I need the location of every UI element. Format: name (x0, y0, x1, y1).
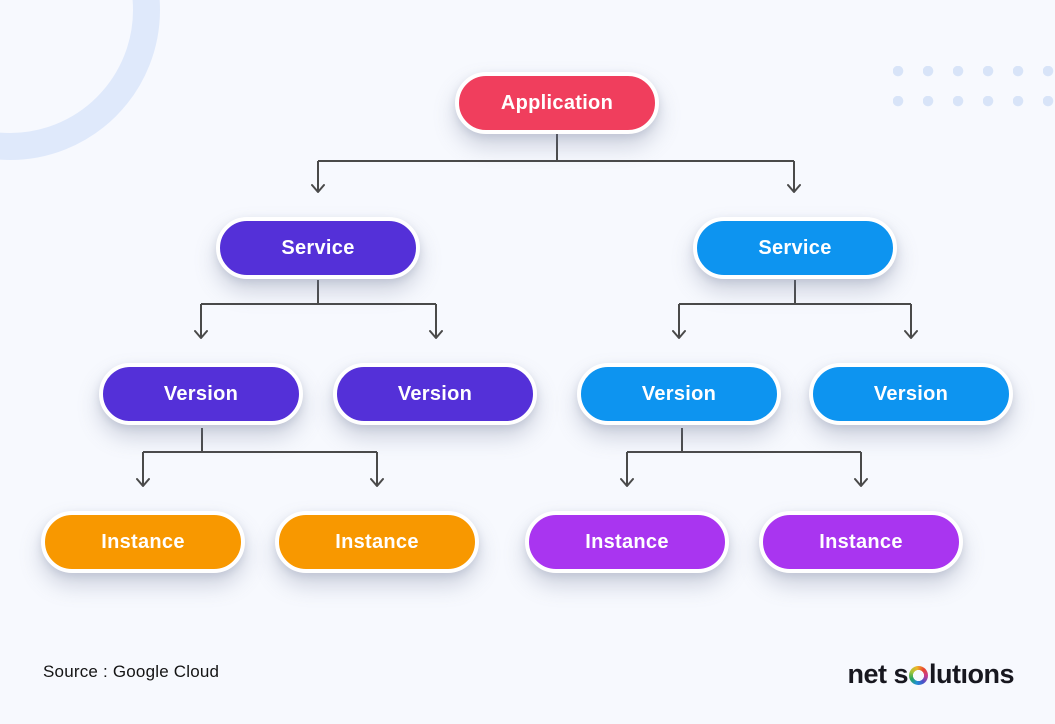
node-service-1: Service (216, 217, 420, 279)
decorative-dot-grid (893, 66, 1055, 111)
logo-text-after-o: lutıons (929, 658, 1015, 689)
source-attribution: Source : Google Cloud (43, 662, 220, 681)
logo-text-before-o: net s (847, 658, 908, 689)
net-solutions-logo: net s lutıons (847, 658, 1014, 690)
node-instance-4: Instance (759, 511, 963, 573)
node-version-4: Version (809, 363, 1013, 425)
node-instance-2: Instance (275, 511, 479, 573)
node-version-3: Version (577, 363, 781, 425)
node-application: Application (455, 72, 659, 134)
node-version-1: Version (99, 363, 303, 425)
node-instance-3: Instance (525, 511, 729, 573)
node-service-2: Service (693, 217, 897, 279)
node-instance-1: Instance (41, 511, 245, 573)
logo-colored-o-icon (909, 666, 928, 685)
node-version-2: Version (333, 363, 537, 425)
